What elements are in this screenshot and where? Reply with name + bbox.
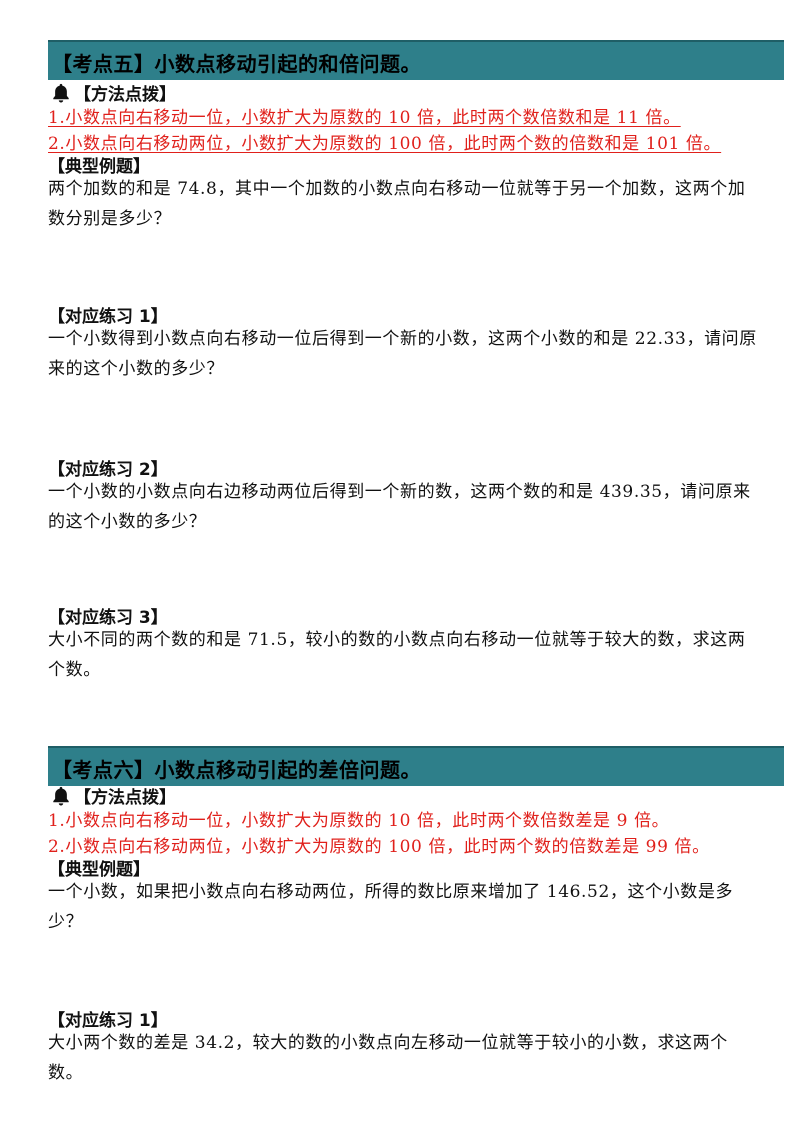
section5-method-line-1: 1.小数点向右移动一位，小数扩大为原数的 10 倍，此时两个数倍数和是 11 倍… <box>48 108 681 128</box>
section5-practice1-text: 一个小数得到小数点向右移动一位后得到一个新的小数，这两个小数的和是 22.33，… <box>48 329 757 379</box>
bell-icon <box>53 83 69 103</box>
section5-method-label: 【方法点拨】 <box>74 85 176 105</box>
section6-header: 【考点六】小数点移动引起的差倍问题。 <box>48 746 784 786</box>
section5-practice3-label: 【对应练习 3】 <box>48 608 168 628</box>
section6-method-line-1: 1.小数点向右移动一位，小数扩大为原数的 10 倍，此时两个数倍数差是 9 倍。 <box>48 811 670 831</box>
section6-title: 【考点六】小数点移动引起的差倍问题。 <box>52 758 421 782</box>
section6-method-row: 【方法点拨】 <box>50 783 176 808</box>
section5-method-row: 【方法点拨】 <box>50 80 176 105</box>
section5-practice2-text: 一个小数的小数点向右边移动两位后得到一个新的数，这两个数的和是 439.35，请… <box>48 482 751 532</box>
section5-title: 【考点五】小数点移动引起的和倍问题。 <box>52 52 421 76</box>
bell-icon <box>53 786 69 806</box>
section5-practice2-label: 【对应练习 2】 <box>48 460 168 480</box>
section6-example-text: 一个小数，如果把小数点向右移动两位，所得的数比原来增加了 146.52，这个小数… <box>48 882 734 932</box>
section5-practice3-text: 大小不同的两个数的和是 71.5，较小的数的小数点向右移动一位就等于较大的数，求… <box>48 630 746 680</box>
section6-method-label: 【方法点拨】 <box>74 788 176 808</box>
section6-example-label: 【典型例题】 <box>48 860 150 880</box>
section5-practice1-label: 【对应练习 1】 <box>48 307 168 327</box>
section5-method-line-2: 2.小数点向右移动两位，小数扩大为原数的 100 倍，此时两个数的倍数和是 10… <box>48 134 722 154</box>
section5-example-label: 【典型例题】 <box>48 157 150 177</box>
section6-practice1-label: 【对应练习 1】 <box>48 1011 168 1031</box>
section5-example-text: 两个加数的和是 74.8，其中一个加数的小数点向右移动一位就等于另一个加数，这两… <box>48 179 746 229</box>
section5-header: 【考点五】小数点移动引起的和倍问题。 <box>48 40 784 80</box>
section6-method-line-2: 2.小数点向右移动两位，小数扩大为原数的 100 倍，此时两个数的倍数差是 99… <box>48 837 710 857</box>
section6-practice1-text: 大小两个数的差是 34.2，较大的数的小数点向左移动一位就等于较小的小数，求这两… <box>48 1033 728 1083</box>
